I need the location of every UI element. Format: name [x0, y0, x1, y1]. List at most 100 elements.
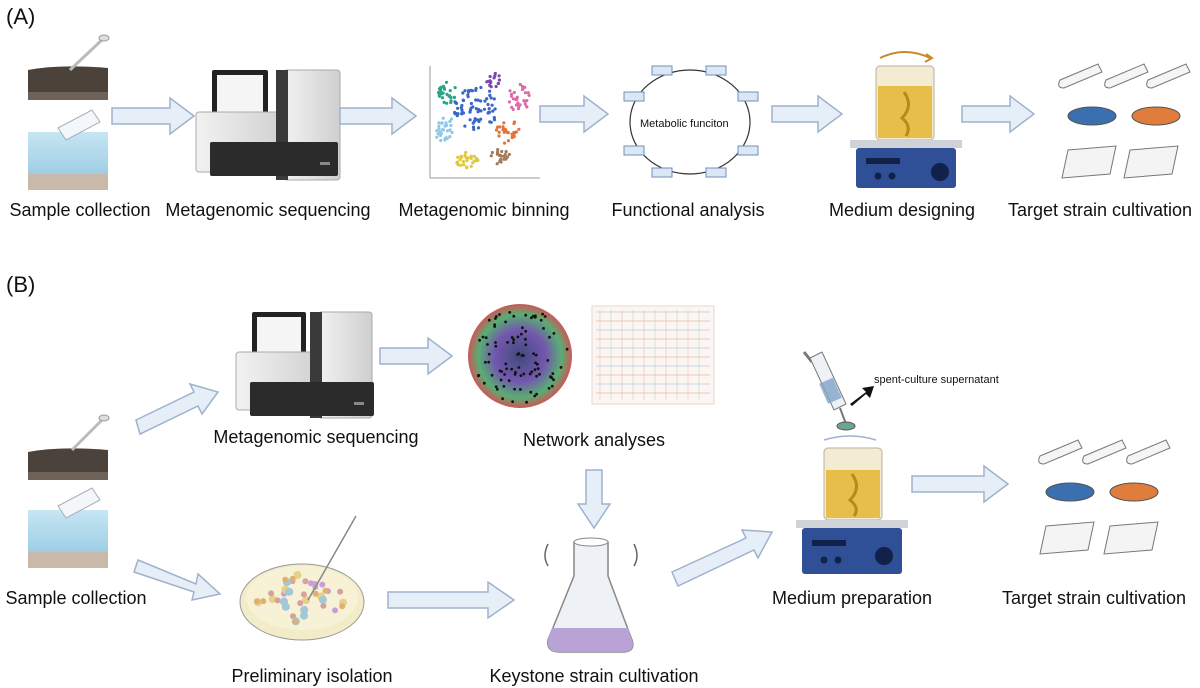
- scatter-dot: [507, 100, 511, 104]
- scatter-dot: [274, 597, 281, 604]
- scatter-dot: [517, 366, 521, 369]
- scatter-dot: [268, 590, 275, 597]
- scatter-dot: [445, 129, 450, 133]
- scatter-dot: [466, 95, 470, 99]
- scatter-dot: [458, 157, 462, 162]
- scatter-dot: [490, 150, 494, 155]
- scatter-dot: [441, 128, 445, 132]
- scatter-dot: [507, 152, 511, 157]
- scatter-dot: [508, 89, 512, 93]
- scatter-dot: [552, 378, 555, 382]
- scatter-dot: [529, 390, 533, 394]
- scatter-dot: [512, 135, 516, 139]
- scatter-dot: [495, 150, 500, 154]
- scatter-dot: [533, 368, 537, 372]
- scatter-dot: [496, 81, 500, 85]
- scatter-dot: [302, 596, 310, 605]
- scatter-dot: [292, 618, 299, 625]
- scatter-dot: [538, 372, 541, 376]
- scatter-dot: [523, 102, 527, 106]
- scatter-dot: [506, 341, 509, 344]
- syringe-icon: [802, 351, 856, 431]
- panel-b-label: (B): [6, 272, 36, 297]
- scatter-dot: [524, 337, 527, 341]
- scatter-dot: [474, 98, 478, 102]
- metabolic-function-label: Metabolic funciton: [640, 118, 729, 130]
- scatter-dot: [322, 587, 329, 594]
- scatter-dot: [479, 99, 483, 103]
- binning-scatter-icon: [429, 66, 540, 179]
- scatter-dot: [504, 320, 507, 324]
- scatter-dot: [456, 112, 460, 116]
- scatter-dot: [552, 332, 556, 335]
- scatter-dot: [491, 109, 495, 113]
- scatter-dot: [525, 400, 528, 404]
- scatter-dot: [439, 132, 443, 136]
- scatter-dot: [525, 105, 529, 109]
- scatter-dot: [508, 311, 512, 314]
- scatter-dot: [565, 347, 569, 351]
- step-label-target-strain-cultivation: Target strain cultivation: [1007, 200, 1193, 220]
- scatter-dot: [514, 103, 519, 107]
- scatter-dot: [445, 92, 449, 96]
- scatter-dot: [453, 86, 457, 90]
- scatter-dot: [478, 338, 481, 342]
- scatter-dot: [512, 314, 516, 318]
- water-sample-icon: [28, 487, 108, 568]
- scatter-dot: [493, 107, 497, 111]
- scatter-dot: [559, 366, 563, 369]
- scatter-dot: [493, 71, 497, 76]
- scatter-dot: [436, 90, 441, 95]
- scatter-dot: [487, 360, 491, 364]
- scatter-dot: [285, 587, 294, 596]
- scatter-dot: [498, 369, 502, 373]
- scatter-dot: [459, 154, 463, 158]
- scatter-dot: [512, 338, 516, 341]
- scatter-dot: [485, 97, 489, 101]
- culture-tubes-icon: [1038, 439, 1171, 465]
- network-graph-icon: [468, 304, 715, 408]
- scatter-dot: [461, 98, 465, 102]
- water-sample-icon: [28, 109, 108, 190]
- scatter-dot: [300, 605, 309, 614]
- scatter-dot: [495, 387, 499, 391]
- arrow-a4: [771, 94, 844, 134]
- scatter-dot: [440, 121, 444, 125]
- scatter-dot: [472, 154, 476, 158]
- scatter-dot: [516, 335, 520, 339]
- isolation-petri-icon: [239, 515, 365, 641]
- scatter-dot: [442, 100, 446, 104]
- culture-tubes-icon: [1058, 63, 1191, 89]
- scatter-dot: [437, 124, 441, 128]
- scatter-dot: [550, 376, 553, 380]
- scatter-dot: [522, 86, 526, 90]
- scatter-dot: [518, 103, 522, 107]
- scatter-dot: [461, 91, 465, 95]
- scatter-dot: [535, 374, 538, 378]
- scatter-dot: [485, 80, 489, 84]
- scatter-dot: [441, 91, 445, 95]
- scatter-dot: [489, 120, 493, 124]
- scatter-dot: [536, 367, 540, 370]
- scatter-dot: [497, 130, 501, 134]
- step-label-target-strain-cultivation: Target strain cultivation: [1001, 588, 1187, 608]
- scatter-dot: [524, 329, 528, 333]
- scatter-dot: [526, 91, 530, 95]
- scatter-dot: [516, 353, 519, 356]
- scatter-dot: [279, 597, 288, 606]
- scatter-dot: [503, 153, 507, 157]
- scatter-dot: [489, 154, 493, 158]
- scatter-dot: [448, 128, 452, 132]
- scatter-dot: [469, 154, 473, 158]
- arrow-a1: [111, 96, 196, 136]
- scatter-dot: [543, 315, 547, 318]
- scatter-dot: [486, 102, 490, 107]
- keystone-flask-icon: [544, 537, 638, 653]
- magnetic-stirrer-icon: [796, 435, 908, 574]
- scatter-dot: [487, 318, 491, 322]
- scatter-dot: [510, 336, 514, 339]
- step-label-keystone-strain-cultivation: Keystone strain cultivation: [489, 666, 699, 686]
- scatter-dot: [437, 94, 442, 98]
- scatter-dot: [447, 94, 451, 98]
- scatter-dot: [502, 384, 506, 388]
